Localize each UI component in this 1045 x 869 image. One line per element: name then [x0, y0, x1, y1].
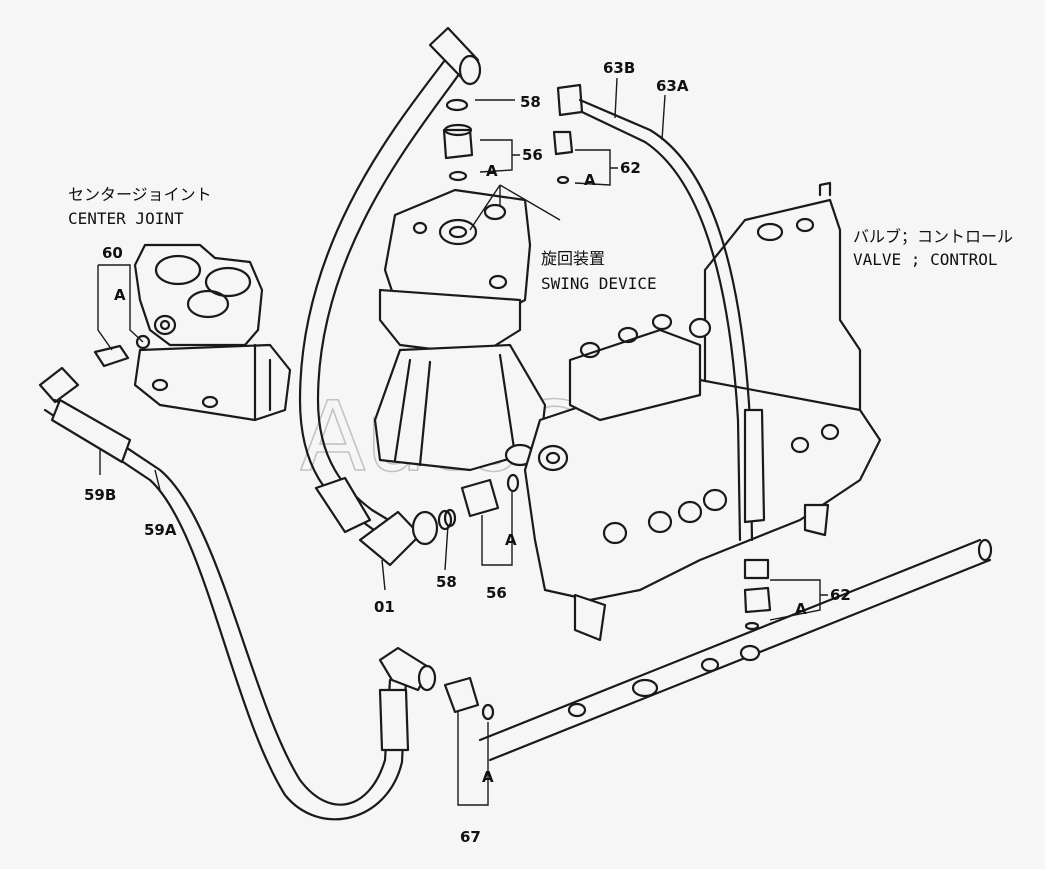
- hose-63: [552, 83, 770, 580]
- swing-device-top-fittings: [442, 98, 474, 182]
- leader-lines: [97, 77, 828, 806]
- callout-59b: 59B: [84, 486, 116, 504]
- hose-59: [38, 366, 437, 821]
- control-valve-label-jp: バルブ；コントロール: [853, 227, 1013, 246]
- hose-01: [298, 26, 482, 567]
- swing-device-assembly: [373, 188, 547, 472]
- callout-58-bottom: 58: [436, 573, 457, 591]
- lower-pipe: [478, 538, 993, 762]
- callout-a: A: [486, 162, 498, 180]
- callout-58-top: 58: [520, 93, 541, 111]
- center-joint-assembly: [93, 243, 292, 422]
- center-joint-label-jp: センタージョイント: [68, 185, 212, 204]
- swing-device-label-en: SWING DEVICE: [541, 274, 657, 293]
- callout-63a: 63A: [656, 77, 689, 95]
- callout-62-bottom: 62: [830, 586, 851, 604]
- control-valve-assembly: [523, 181, 882, 642]
- callout-62-top: 62: [620, 159, 641, 177]
- swing-device-label-jp: 旋回装置: [541, 249, 605, 268]
- center-joint-label-en: CENTER JOINT: [68, 209, 184, 228]
- callout-60: 60: [102, 244, 123, 262]
- labels: センタージョイント CENTER JOINT 旋回装置 SWING DEVICE…: [68, 59, 1013, 846]
- callout-a: A: [584, 171, 596, 189]
- callout-63b: 63B: [603, 59, 635, 77]
- callout-01: 01: [374, 598, 395, 616]
- callout-56-top: 56: [522, 146, 543, 164]
- callout-a: A: [505, 531, 517, 549]
- callout-a: A: [114, 286, 126, 304]
- callout-a: A: [482, 768, 494, 786]
- callout-a: A: [795, 600, 807, 618]
- control-valve-label-en: VALVE ; CONTROL: [853, 250, 998, 269]
- callout-56-bottom: 56: [486, 584, 507, 602]
- misc-fittings: [443, 473, 772, 721]
- callout-59a: 59A: [144, 521, 177, 539]
- callout-67: 67: [460, 828, 481, 846]
